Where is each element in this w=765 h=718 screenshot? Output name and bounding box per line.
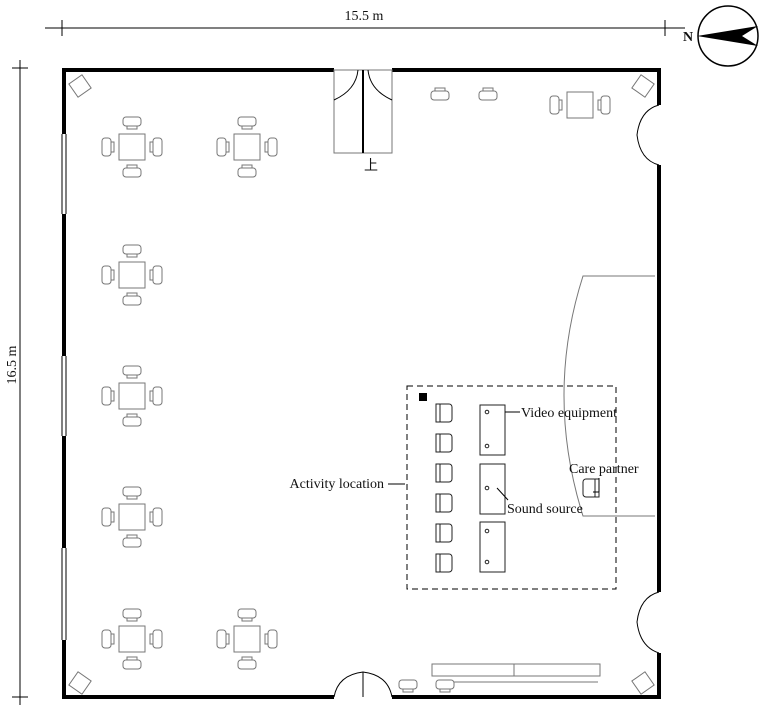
activity-chairs bbox=[435, 403, 453, 573]
sound-source-label: Sound source bbox=[507, 502, 583, 517]
stair-label: 上 bbox=[364, 158, 378, 174]
south-counter bbox=[398, 663, 601, 693]
dining-tables bbox=[102, 117, 277, 669]
width-label: 15.5 m bbox=[345, 9, 384, 24]
corner-columns bbox=[68, 74, 655, 695]
care-partner-chair bbox=[582, 478, 600, 498]
height-dimension: 16.5 m bbox=[5, 60, 28, 705]
annotations: Video equipment Care partner Activity lo… bbox=[290, 406, 639, 517]
south-door bbox=[333, 671, 393, 698]
windows bbox=[61, 134, 67, 640]
north-arrow: N bbox=[683, 5, 759, 67]
care-partner-label: Care partner bbox=[569, 462, 639, 477]
east-doors bbox=[636, 104, 660, 654]
black-marker bbox=[419, 393, 427, 401]
curved-partition bbox=[563, 275, 655, 517]
activity-tables bbox=[479, 404, 506, 573]
stairwell: 上 bbox=[333, 69, 393, 174]
width-dimension: 15.5 m bbox=[45, 9, 685, 36]
north-wall-seating bbox=[430, 87, 611, 119]
video-equipment-label: Video equipment bbox=[521, 406, 617, 421]
activity-area bbox=[406, 385, 617, 590]
north-label: N bbox=[683, 30, 693, 45]
exterior-walls bbox=[62, 68, 661, 699]
height-label: 16.5 m bbox=[5, 345, 20, 384]
activity-location-label: Activity location bbox=[290, 477, 384, 492]
